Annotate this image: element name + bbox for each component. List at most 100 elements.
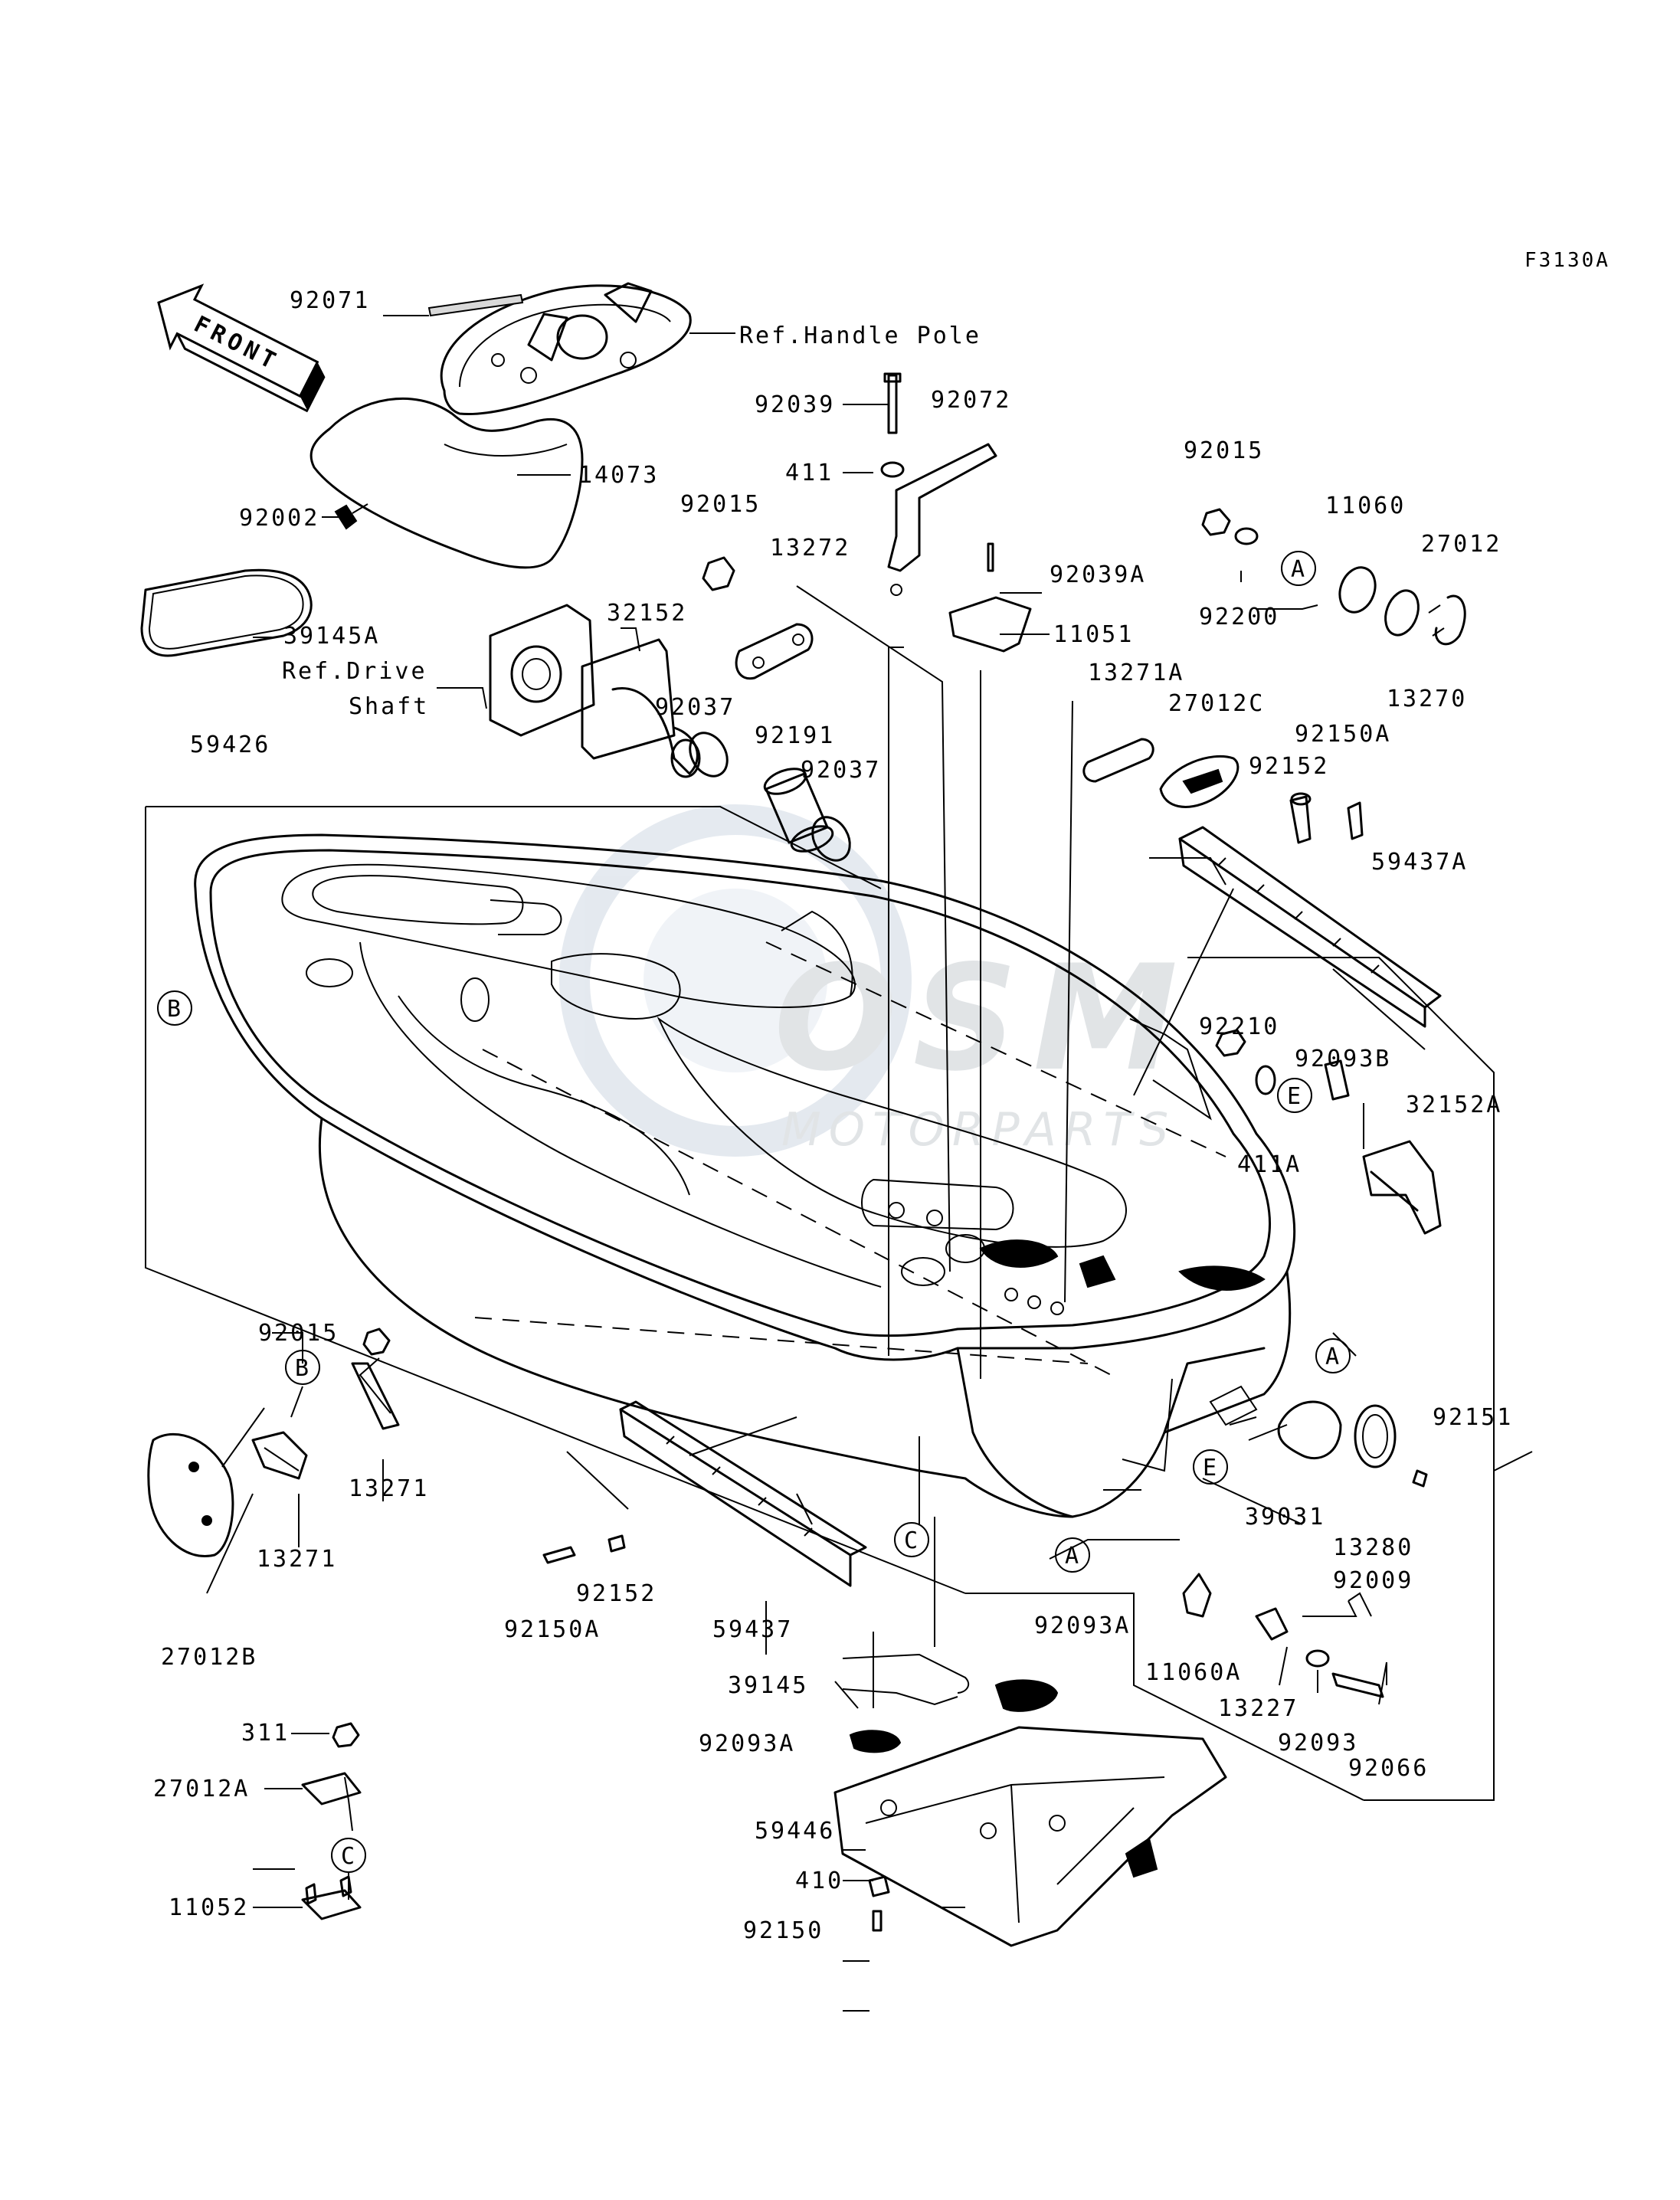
- callout-label: 92015: [680, 491, 761, 518]
- callout-label: Shaft: [349, 693, 429, 720]
- callout-label: 14073: [578, 462, 659, 489]
- callout-label: 92150: [743, 1917, 824, 1944]
- callout-label: 92191: [755, 722, 835, 749]
- callout-label: 92093A: [699, 1730, 795, 1757]
- callout-label: 92015: [258, 1320, 339, 1347]
- plate-13272: [735, 623, 814, 680]
- callout-label: 11051: [1053, 621, 1134, 648]
- hull-body: [194, 833, 1296, 1518]
- callout-label: 92037: [801, 757, 881, 784]
- callout-label: 92210: [1199, 1013, 1279, 1040]
- callout-label: 410: [795, 1868, 843, 1894]
- marker-b-circle: [285, 1350, 320, 1385]
- callout-label: 92150A: [1295, 721, 1391, 748]
- handle-cover: [309, 397, 584, 569]
- hose-and-clamps: [689, 732, 851, 862]
- dashed-guide-lines: [474, 941, 1226, 1380]
- rail-59437a: [1178, 792, 1442, 1028]
- callout-label: 92200: [1199, 604, 1279, 630]
- callout-label: Ref.Drive: [282, 658, 427, 685]
- callout-label: 13271A: [1088, 660, 1184, 686]
- left-bracket-set: [301, 1722, 362, 1920]
- callout-label: 92151: [1433, 1404, 1513, 1431]
- marker-a-circle: [1055, 1537, 1090, 1573]
- marker-c-circle: [894, 1522, 929, 1557]
- marker-a-circle: [1281, 551, 1316, 586]
- callout-label: 92015: [1184, 437, 1264, 464]
- callout-label: 92152: [576, 1580, 657, 1607]
- callout-label: 27012A: [153, 1776, 250, 1802]
- marker-c-circle: [331, 1838, 366, 1873]
- marker-a: A: [1065, 1543, 1081, 1570]
- drive-shaft-flange: [489, 604, 701, 778]
- callout-label: 11060: [1325, 493, 1406, 519]
- inlet-39031: [1277, 1400, 1428, 1488]
- callout-label: 92066: [1348, 1755, 1429, 1782]
- callout-label: 92039: [755, 391, 835, 418]
- diagram-code: F3130A: [1524, 249, 1610, 272]
- callout-label: 13271: [349, 1475, 429, 1502]
- nut-92015: [702, 556, 735, 591]
- marker-a-circle: [1315, 1338, 1351, 1373]
- leader-lines: [145, 315, 1533, 2012]
- callout-label: 13227: [1218, 1695, 1298, 1722]
- bracket-11051: [948, 542, 1032, 653]
- callout-label: 59437A: [1371, 849, 1468, 876]
- callout-label: 92093: [1278, 1730, 1358, 1756]
- fitting-32152a: [1215, 1029, 1442, 1235]
- gasket-39145a: [140, 568, 313, 657]
- callout-label: 92037: [655, 694, 735, 721]
- marker-e: E: [1203, 1455, 1219, 1481]
- marker-a: A: [1325, 1344, 1341, 1370]
- bolt-92002: [334, 503, 368, 530]
- marker-c: C: [904, 1527, 920, 1554]
- callout-label: 27012B: [161, 1644, 257, 1671]
- callout-label: 13271: [257, 1546, 337, 1573]
- marker-b-circle: [157, 990, 192, 1026]
- callout-label: 27012C: [1168, 690, 1265, 717]
- callout-label: 39145: [728, 1672, 808, 1699]
- callout-label: 92152: [1249, 753, 1329, 780]
- drain-fitting-set: [1182, 1573, 1384, 1698]
- callout-label: 32152A: [1406, 1092, 1502, 1118]
- callout-label: 411: [785, 460, 833, 486]
- callout-label: 11060A: [1145, 1659, 1242, 1686]
- watermark: OSM MOTORPARTS: [559, 804, 1193, 1157]
- callout-label: 11052: [169, 1894, 249, 1921]
- callout-label: 39031: [1245, 1504, 1325, 1531]
- callout-label: 59446: [755, 1818, 835, 1845]
- watermark-brand: OSM: [774, 934, 1193, 1103]
- drain-plug-set: [1201, 508, 1466, 646]
- callout-label: 92039A: [1050, 561, 1146, 588]
- callout-label: 311: [241, 1720, 290, 1747]
- callout-label: 92002: [239, 505, 319, 532]
- marker-a: A: [1291, 556, 1307, 583]
- marker-e-circle: [1193, 1449, 1228, 1485]
- marker-c: C: [341, 1843, 357, 1870]
- callout-label: 411A: [1237, 1151, 1302, 1178]
- marker-e-circle: [1277, 1078, 1312, 1113]
- marker-b: B: [295, 1355, 311, 1382]
- callout-label: 32152: [607, 600, 687, 627]
- callout-label: 92072: [931, 387, 1011, 414]
- callout-label: 39145A: [283, 623, 380, 650]
- rail-59437: [542, 1400, 867, 1587]
- watermark-sub: MOTORPARTS: [781, 1103, 1176, 1157]
- callout-label: 92093B: [1295, 1046, 1391, 1072]
- callout-labels: 92071 Ref.Handle Pole 14073 92002 39145A…: [153, 287, 1513, 1944]
- marker-b: B: [167, 996, 183, 1023]
- callout-label: 92009: [1333, 1567, 1413, 1594]
- callout-label: 92093A: [1034, 1612, 1131, 1639]
- handle-pole-plate: [440, 282, 692, 416]
- callout-label: 59437: [712, 1616, 793, 1643]
- bracket-92072: [880, 372, 997, 596]
- callout-label: Ref.Handle Pole: [739, 322, 981, 349]
- callout-label: 13272: [770, 535, 850, 561]
- callout-label: 92150A: [504, 1616, 601, 1643]
- callout-label: 59426: [190, 732, 270, 758]
- lower-plate-59446: [833, 1653, 1227, 1947]
- vent-cover-27012c: [1082, 738, 1240, 808]
- trim-strip: [427, 293, 524, 317]
